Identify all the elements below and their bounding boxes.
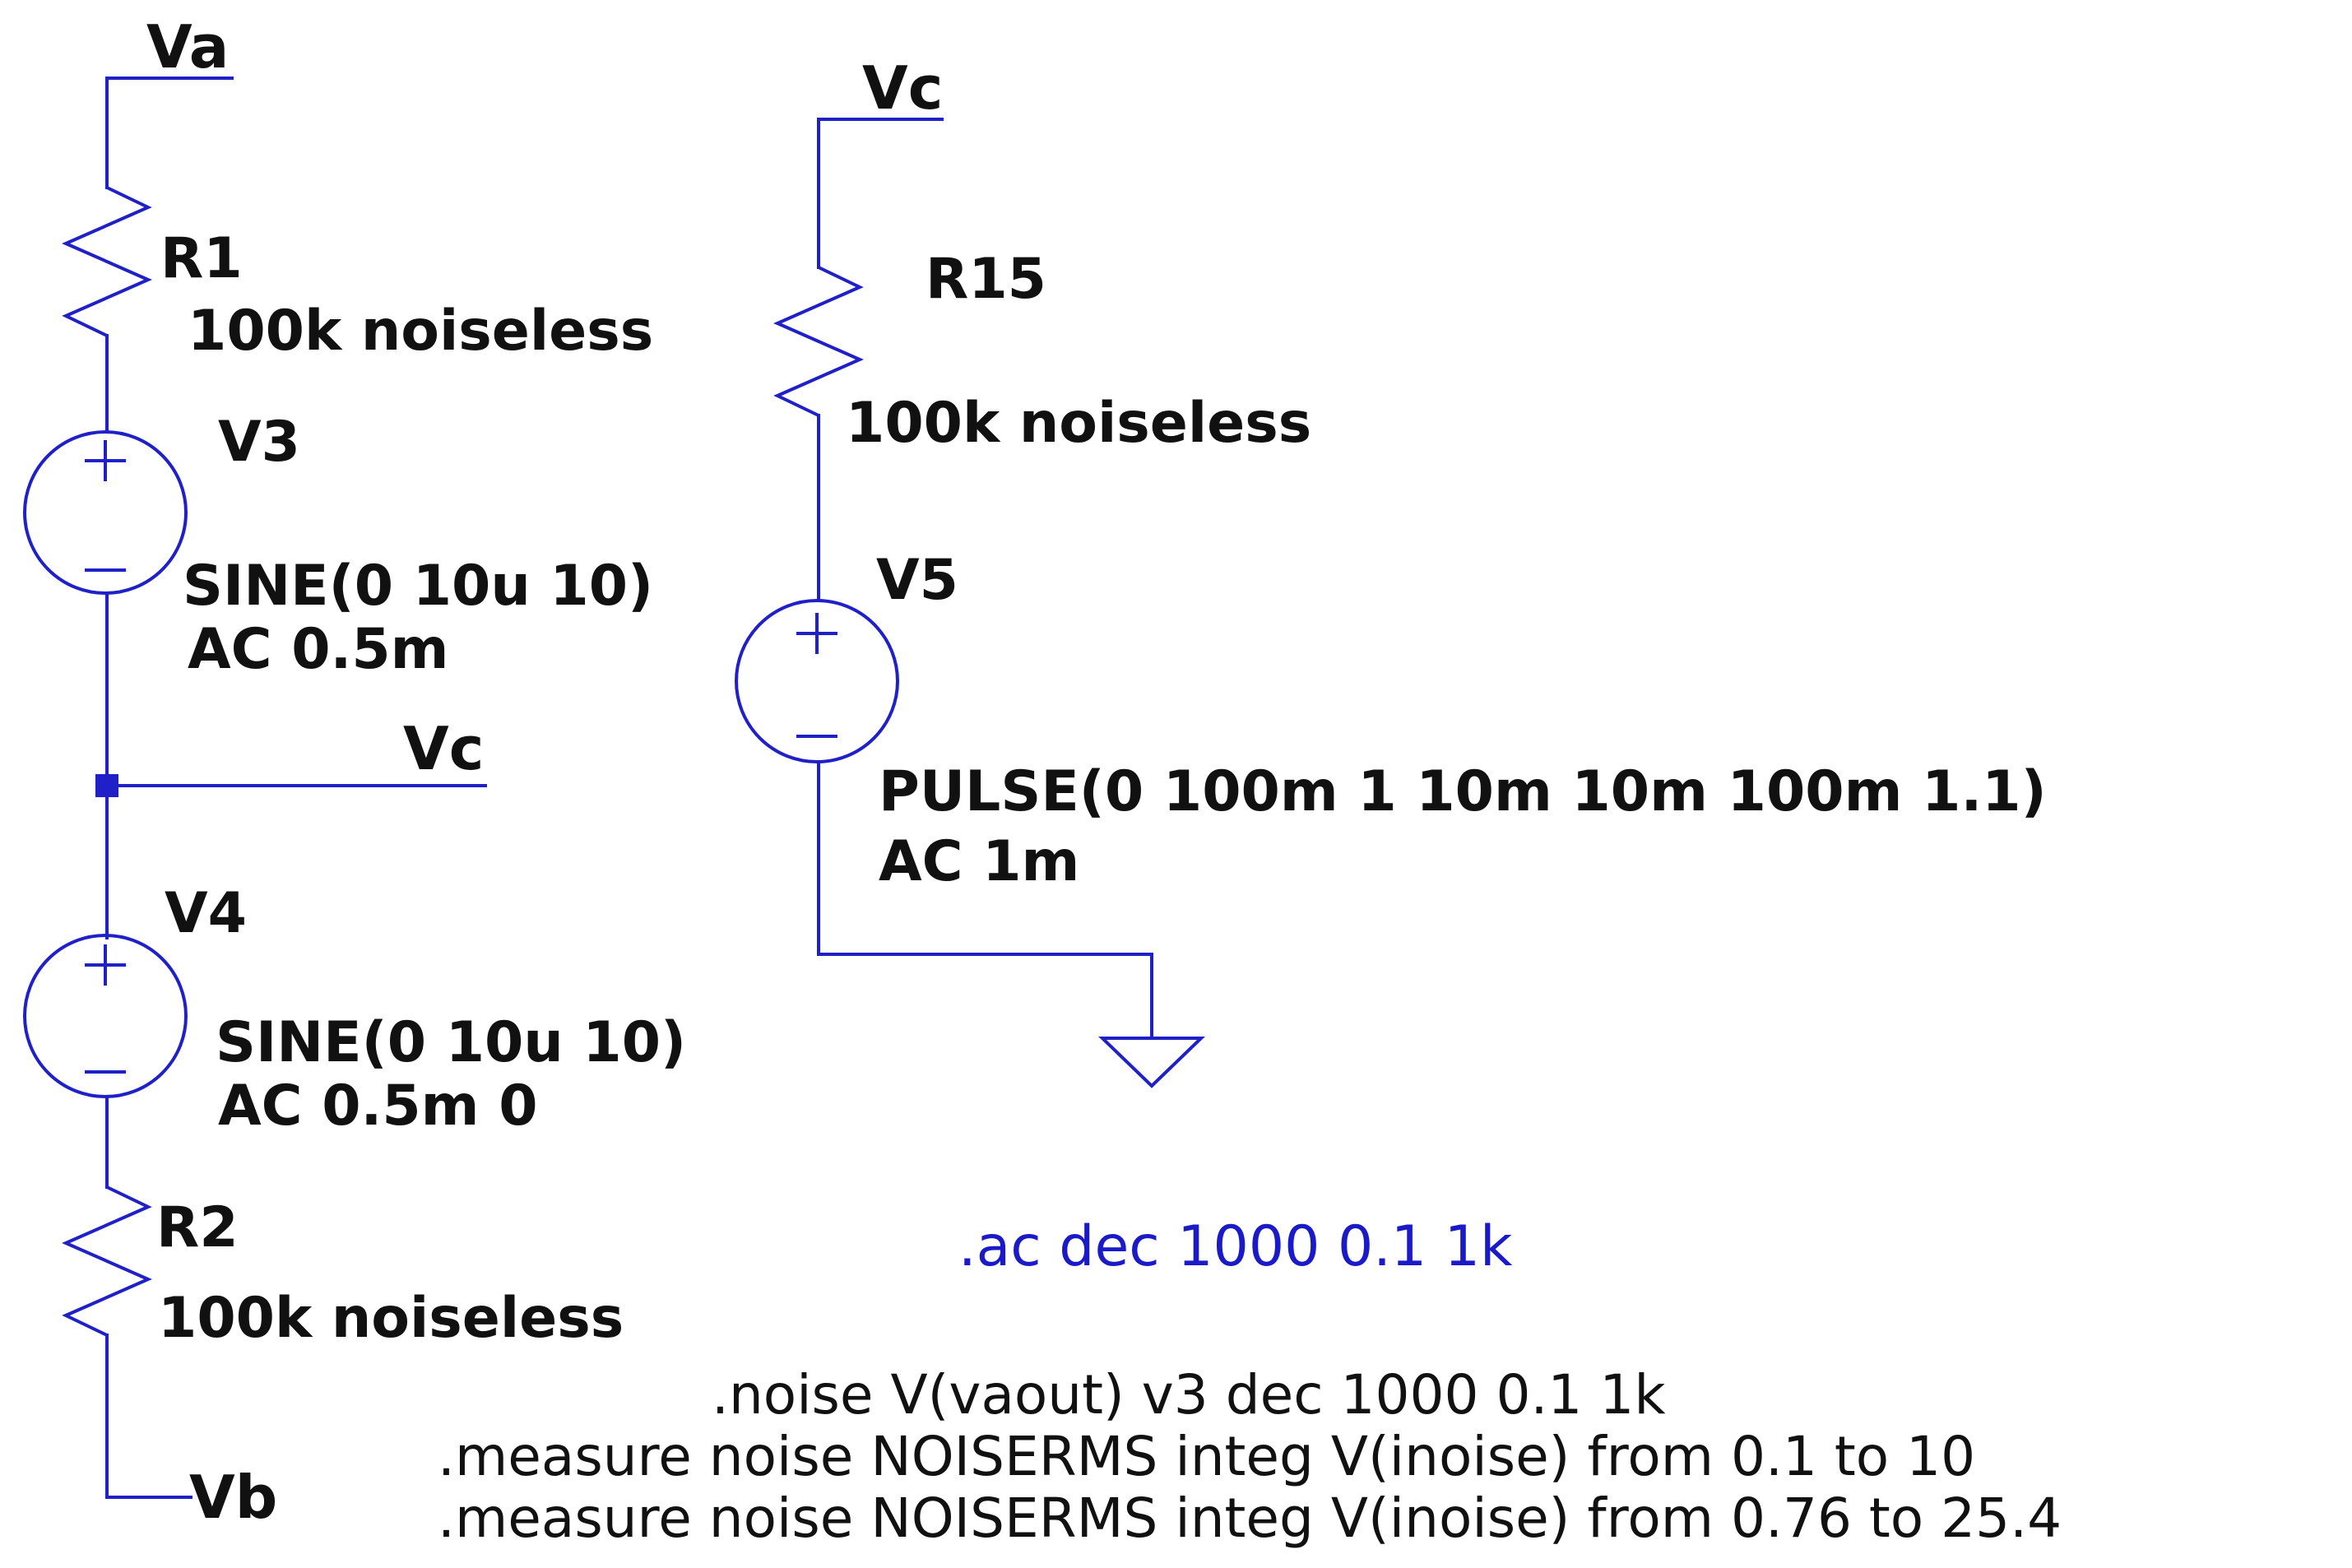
wire-v5-gnd [817, 760, 1153, 1040]
v3-waveform: SINE(0 10u 10) [183, 554, 653, 619]
net-label-vb: Vb [189, 1463, 277, 1532]
v5-ref: V5 [876, 548, 958, 613]
net-vb[interactable]: Vb [105, 1334, 277, 1532]
resistor-r1[interactable]: R1 100k noiseless [62, 186, 653, 364]
v5-ac: AC 1m [879, 829, 1079, 894]
net-label-vc-left: Vc [403, 714, 484, 783]
net-vc-left[interactable]: Vc [95, 714, 487, 797]
net-va[interactable]: Va [105, 12, 234, 189]
r15-value: 100k noiseless [846, 391, 1311, 456]
resistor-r2[interactable]: R2 100k noiseless [62, 1185, 624, 1351]
net-vc-top[interactable]: Vc [817, 53, 944, 269]
directive-ac[interactable]: .ac dec 1000 0.1 1k [958, 1214, 1513, 1279]
net-label-va: Va [146, 12, 229, 81]
ground-icon[interactable] [1098, 1037, 1205, 1088]
directive-noise[interactable]: .noise V(vaout) v3 dec 1000 0.1 1k [712, 1363, 1666, 1427]
net-label-vc-top: Vc [862, 53, 943, 123]
resistor-r15[interactable]: R15 100k noiseless [773, 247, 1311, 456]
v4-ac: AC 0.5m 0 [218, 1074, 538, 1139]
junction-dot [95, 774, 118, 797]
voltage-source-v4[interactable]: V4 SINE(0 10u 10) AC 0.5m 0 [23, 881, 686, 1139]
voltage-source-v3[interactable]: V3 SINE(0 10u 10) AC 0.5m [23, 410, 653, 682]
v4-ref: V4 [165, 881, 247, 946]
voltage-source-v5[interactable]: V5 PULSE(0 100m 1 10m 10m 100m 1.1) AC 1… [735, 548, 2047, 894]
r1-ref: R1 [160, 226, 243, 291]
v5-waveform: PULSE(0 100m 1 10m 10m 100m 1.1) [879, 759, 2047, 824]
v4-waveform: SINE(0 10u 10) [216, 1010, 686, 1075]
v3-ref: V3 [218, 410, 300, 475]
r2-value: 100k noiseless [158, 1286, 624, 1351]
directive-measure-2[interactable]: .measure noise NOISERMS integ V(inoise) … [438, 1487, 2062, 1550]
r1-value: 100k noiseless [188, 299, 653, 364]
directive-measure-1[interactable]: .measure noise NOISERMS integ V(inoise) … [438, 1425, 1975, 1488]
r15-ref: R15 [925, 247, 1046, 312]
v3-ac: AC 0.5m [188, 617, 449, 682]
r2-ref: R2 [156, 1195, 239, 1260]
